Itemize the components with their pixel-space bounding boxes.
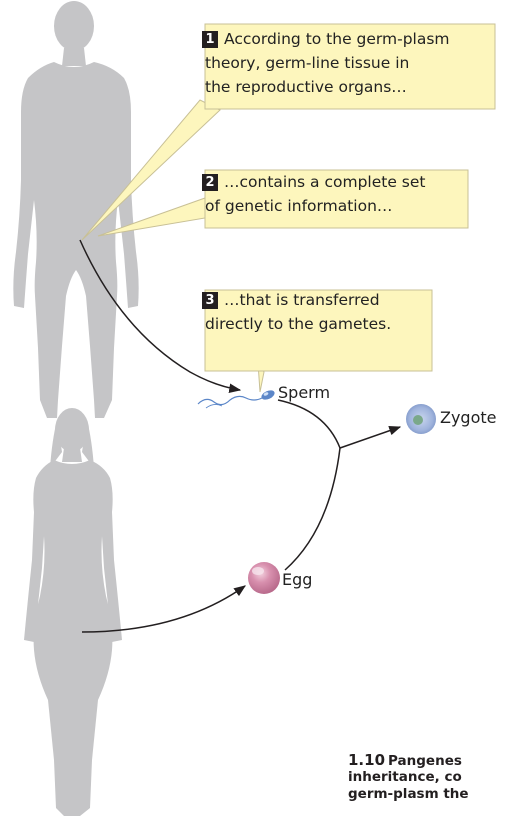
step-3-line-2: directly to the gametes. <box>205 313 391 335</box>
caption-text-1: Pangenes <box>388 753 462 769</box>
figure-number: 1.10 <box>348 751 385 769</box>
step-1-line-1: According to the germ-plasm <box>224 28 450 50</box>
egg-icon <box>248 562 280 594</box>
female-silhouette <box>24 408 122 816</box>
zygote-label: Zygote <box>440 408 497 427</box>
step-3-line-1: …that is transferred <box>224 289 380 311</box>
sperm-label: Sperm <box>278 383 330 402</box>
egg-label: Egg <box>282 570 312 589</box>
zygote-icon <box>406 404 436 434</box>
step-1-line-3: the reproductive organs… <box>205 76 407 98</box>
step-number-badge: 2 <box>202 174 218 191</box>
arrow-egg-to-junction <box>285 448 340 570</box>
step-number-badge: 1 <box>202 31 218 48</box>
step-2-line-2: of genetic information… <box>205 195 392 217</box>
sperm-icon <box>198 388 276 408</box>
step-1-line-2: theory, germ-line tissue in <box>205 52 409 74</box>
step-2-line-1: …contains a complete set <box>224 171 425 193</box>
arrow-to-zygote <box>340 427 400 448</box>
male-silhouette <box>13 1 138 418</box>
figure-caption-line-2: inheritance, co <box>348 769 462 785</box>
step-number-badge: 3 <box>202 292 218 309</box>
figure-caption-line-3: germ-plasm the <box>348 786 469 802</box>
arrow-sperm-to-junction <box>278 400 340 448</box>
